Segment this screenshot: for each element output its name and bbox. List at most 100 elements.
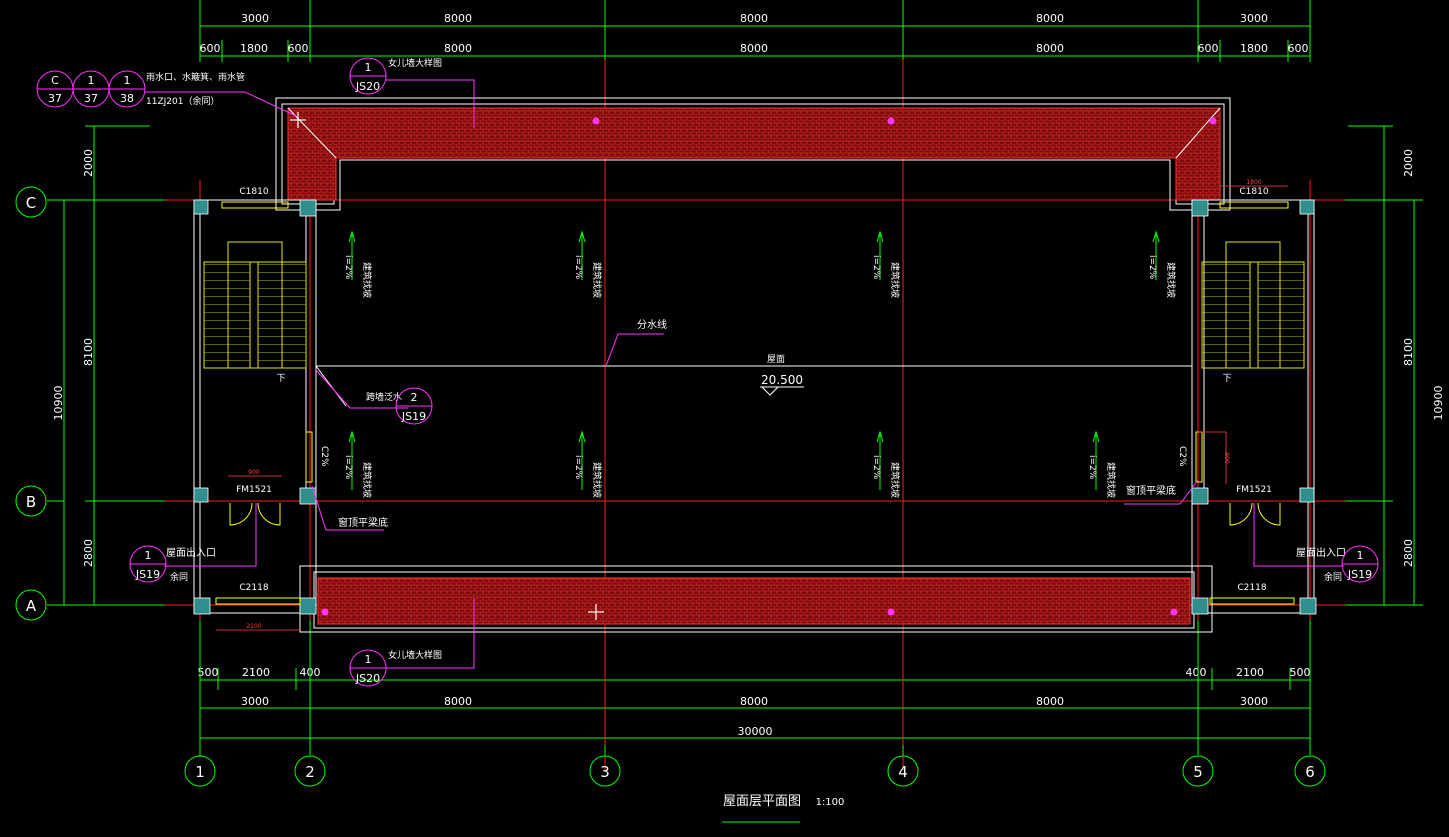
ref-drain-3-bottom: 38 [120, 92, 134, 105]
dim-detail-3: 600 [288, 42, 309, 55]
top-parapet [275, 97, 1231, 211]
slope-text-1: i=2% [343, 255, 353, 280]
bottom-overall-dims: 3000 8000 8000 8000 3000 30000 [241, 695, 1268, 738]
opening-labels: C1810 C1810 1800 C2118 C2118 2100 FM1521… [236, 179, 1272, 630]
slope-note-1: 建筑找坡 [361, 262, 373, 298]
dim-detail-1: 600 [200, 42, 221, 55]
door-width-right: 900 [1223, 452, 1230, 464]
slope-note-3: 建筑找坡 [889, 262, 901, 298]
axis-row-a: A [26, 597, 37, 615]
ref-drain-2-top: 1 [88, 74, 95, 87]
axis-col-5: 5 [1193, 763, 1203, 781]
dim-top-5: 3000 [1240, 12, 1268, 25]
ref-wall-top: 2 [411, 391, 418, 404]
columns [193, 199, 1317, 615]
callout-texts: 雨水口、水簸箕、雨水管 11ZJ201（余同） 女儿墙大样图 女儿墙大样图 跨墙… [146, 57, 1346, 661]
axis-col-3: 3 [600, 763, 610, 781]
axis-leaders [47, 199, 1311, 755]
windows [215, 201, 1295, 605]
opening-dim-marks [216, 185, 1288, 631]
roof-label: 屋面 [767, 354, 785, 365]
dim-detail-5: 8000 [740, 42, 768, 55]
dim-left-2: 8100 [82, 338, 95, 366]
slope-note-8: 建筑找坡 [1105, 462, 1117, 498]
slope-text-2: i=2% [573, 255, 583, 280]
same-note-right: 余同 [1324, 571, 1342, 583]
top-overall-dims: 3000 8000 8000 8000 3000 [241, 12, 1268, 25]
slope-text-8: i=2% [1087, 455, 1097, 480]
dim-left-3: 2800 [82, 539, 95, 567]
door-width-left: 900 [248, 469, 260, 476]
drain-points [321, 117, 1217, 616]
dim-bottom-1: 3000 [241, 695, 269, 708]
slope-text-3: i=2% [871, 255, 881, 280]
dim-bottom-2: 8000 [444, 695, 472, 708]
stairs [203, 241, 1305, 369]
ref-drain-3-top: 1 [124, 74, 131, 87]
callout-lines [144, 79, 1344, 669]
dim-right-1: 2000 [1402, 149, 1415, 177]
dim-bottom-d6: 500 [1290, 666, 1311, 679]
wall-flash-note: 跨墙泛水 [366, 391, 402, 403]
left-vertical-dims: 2000 8100 2800 10900 [52, 149, 95, 567]
slope-c-right: C2% [1177, 446, 1187, 467]
dim-bottom-3: 8000 [740, 695, 768, 708]
roof-exit-left: 屋面出入口 [166, 546, 216, 559]
drain-standard: 11ZJ201（余同） [146, 95, 219, 107]
top-detail-dims: 600 1800 600 8000 8000 8000 600 1800 600 [200, 42, 1309, 55]
dim-bottom-d4: 400 [1186, 666, 1207, 679]
ref-drain-1-top: C [51, 74, 59, 87]
bottom-detail-dims: 500 2100 400 400 2100 500 [198, 666, 1311, 679]
axis-row-b: B [26, 493, 36, 511]
beam-note-left: 窗顶平梁底 [338, 516, 388, 529]
dim-right-total: 10900 [1432, 386, 1445, 421]
ref-drain-2-bottom: 37 [84, 92, 98, 105]
ref-drain-1-bottom: 37 [48, 92, 62, 105]
dim-bottom-d5: 2100 [1236, 666, 1264, 679]
axis-row-c: C [26, 194, 36, 212]
right-vertical-dims: 2000 8100 2800 10900 [1402, 149, 1445, 567]
label-c2118-left: C2118 [239, 583, 268, 593]
axis-grid [165, 60, 1345, 770]
label-c1810-left: C1810 [239, 187, 268, 197]
dim-detail-9: 600 [1288, 42, 1309, 55]
dim-top-4: 8000 [1036, 12, 1064, 25]
axis-col-2: 2 [305, 763, 315, 781]
label-c2118-right: C2118 [1237, 583, 1266, 593]
drawing-scale: 1:100 [816, 797, 845, 808]
axis-col-6: 6 [1305, 763, 1315, 781]
ridge-line-label: 分水线 [637, 318, 667, 331]
roof-exit-right: 屋面出入口 [1296, 546, 1346, 559]
doors [229, 502, 1281, 526]
stair-down-right: 下 [1222, 374, 1231, 384]
dim-bottom-5: 3000 [1240, 695, 1268, 708]
ref-parapet-bottom-top: 1 [365, 653, 372, 666]
dim-detail-2: 1800 [240, 42, 268, 55]
slope-note-4: 建筑找坡 [1165, 262, 1177, 298]
dim-top-3: 8000 [740, 12, 768, 25]
slope-note-2: 建筑找坡 [591, 262, 603, 298]
slope-arrows [348, 230, 1160, 490]
same-note-left: 余同 [170, 571, 188, 583]
elevation-value: 20.500 [761, 373, 803, 387]
dim-left-total: 10900 [52, 386, 65, 421]
axis-bubbles [15, 186, 1326, 787]
axis-col-1: 1 [195, 763, 205, 781]
ref-exit-left-top: 1 [145, 549, 152, 562]
drain-note: 雨水口、水簸箕、雨水管 [146, 71, 245, 83]
roof-labels: 屋面 20.500 分水线 [605, 318, 804, 396]
parapet-note-bottom: 女儿墙大样图 [388, 649, 442, 661]
window-width-bottom: 2100 [246, 623, 261, 630]
slope-text-7: i=2% [871, 455, 881, 480]
window-width-top: 1800 [1246, 179, 1261, 186]
slope-labels: i=2% 建筑找坡 i=2% 建筑找坡 i=2% 建筑找坡 i=2% 建筑找坡 … [319, 255, 1187, 498]
label-fm1521-left: FM1521 [236, 485, 272, 495]
top-dimension-lines [199, 0, 1311, 62]
slope-note-6: 建筑找坡 [591, 462, 603, 498]
dim-bottom-total: 30000 [738, 725, 773, 738]
ref-bubbles [36, 57, 1379, 687]
bottom-parapet [299, 565, 1213, 633]
ref-exit-right-top: 1 [1357, 549, 1364, 562]
ref-parapet-bottom-bottom: JS20 [355, 672, 380, 685]
drawing-title: 屋面层平面图 [723, 794, 801, 809]
